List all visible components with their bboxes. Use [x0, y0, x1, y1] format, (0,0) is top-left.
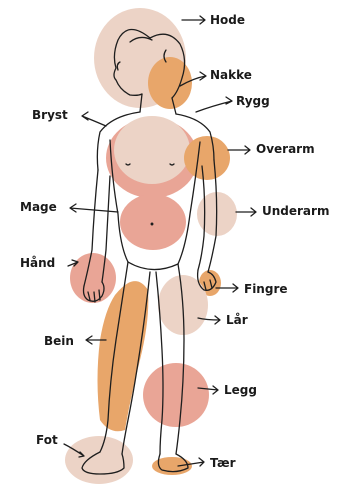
label-underarm: Underarm — [262, 204, 329, 218]
label-hode: Hode — [210, 13, 245, 27]
label-hand: Hånd — [20, 256, 55, 270]
label-bein: Bein — [44, 334, 74, 348]
label-fingre: Fingre — [244, 282, 288, 296]
arrow-bryst — [82, 112, 106, 126]
calf-region — [143, 363, 209, 427]
label-mage: Mage — [20, 200, 57, 214]
label-rygg: Rygg — [236, 94, 270, 108]
arrow-hode — [182, 16, 205, 24]
arrow-underarm — [236, 208, 256, 216]
arrow-overarm — [228, 146, 250, 154]
back-region — [114, 116, 190, 184]
upper-arm-region — [184, 136, 230, 180]
label-taer: Tær — [210, 456, 236, 470]
label-nakke: Nakke — [210, 68, 252, 82]
label-fot: Fot — [36, 433, 58, 447]
label-legg: Legg — [224, 383, 257, 397]
leg-region — [98, 281, 149, 431]
arrow-rygg — [196, 97, 232, 112]
label-bryst: Bryst — [32, 108, 68, 122]
hand-region — [70, 253, 116, 303]
label-overarm: Overarm — [256, 142, 315, 156]
label-lar: Lår — [226, 313, 248, 327]
stomach-region — [120, 194, 186, 250]
